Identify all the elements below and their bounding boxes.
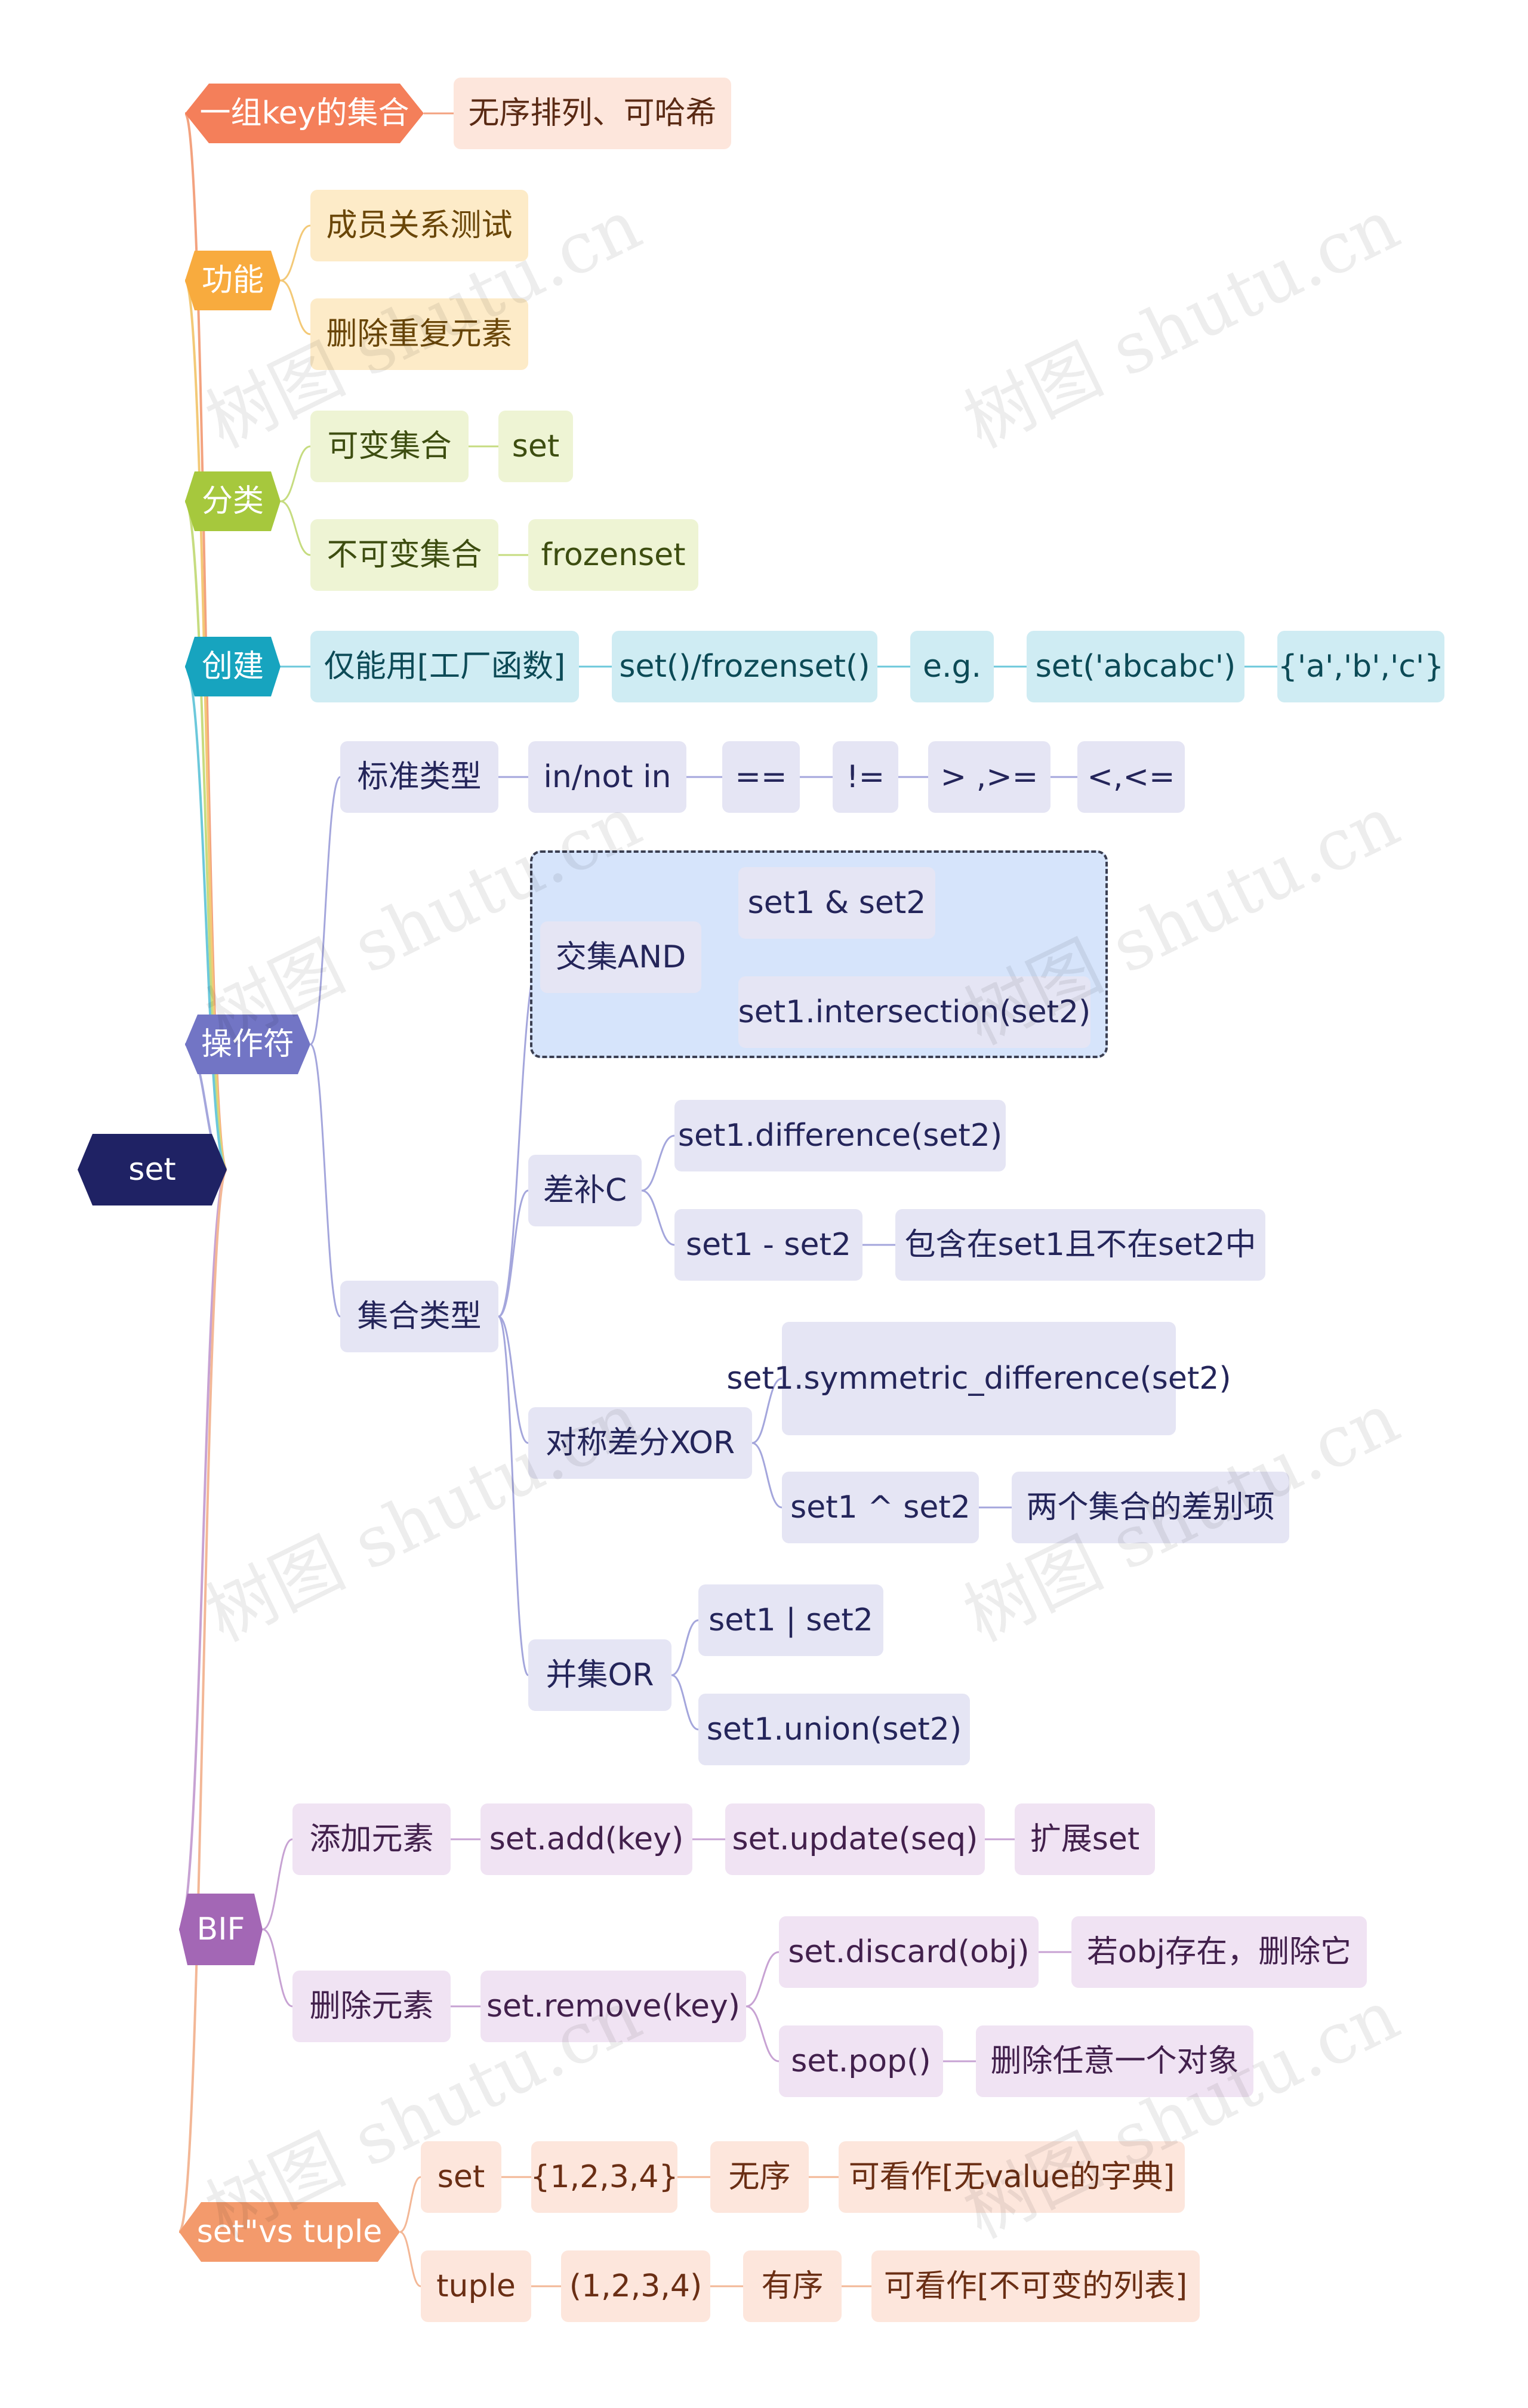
node-less[interactable]: <,<=	[1077, 741, 1185, 813]
connector-root-b5	[178, 1168, 228, 1931]
connector-b4c-b4c1	[641, 1134, 675, 1192]
node-membership-test[interactable]: 成员关系测试	[310, 190, 528, 261]
node-set-add[interactable]: set.add(key)	[480, 1803, 692, 1875]
branch-key-collection[interactable]: 一组key的集合	[185, 84, 424, 143]
node-set-update[interactable]: set.update(seq)	[725, 1803, 985, 1875]
connector-b4-b4s	[309, 776, 341, 1046]
connector-b4j-b4c	[498, 1189, 529, 1318]
connector-b6-b6s	[399, 2176, 421, 2233]
node-standard-type[interactable]: 标准类型	[340, 741, 498, 813]
node-vs-tuple[interactable]: tuple	[421, 2250, 531, 2322]
node-union-or[interactable]: 并集OR	[528, 1639, 671, 1711]
node-frozenset[interactable]: frozenset	[528, 519, 698, 591]
connector-b4j-b4x	[498, 1315, 529, 1444]
node-tuple-literal[interactable]: (1,2,3,4)	[561, 2250, 710, 2322]
connector-b4x-b4x2	[751, 1442, 783, 1509]
root-node-set[interactable]: set	[78, 1134, 227, 1205]
node-set-type[interactable]: 集合类型	[340, 1281, 498, 1352]
node-dict-like[interactable]: 可看作[无value的字典]	[839, 2141, 1185, 2213]
branch-set-vs-tuple[interactable]: set"vs tuple	[179, 2202, 400, 2262]
node-remove-duplicates[interactable]: 删除重复元素	[310, 298, 528, 370]
node-set1-or-set2[interactable]: set1 | set2	[698, 1584, 883, 1656]
node-discard-note[interactable]: 若obj存在，删除它	[1071, 1916, 1367, 1988]
node-symmetric-method[interactable]: set1.symmetric_difference(set2)	[726, 1322, 1231, 1435]
node-ordered[interactable]: 有序	[743, 2250, 842, 2322]
node-difference-c[interactable]: 差补C	[528, 1155, 642, 1226]
node-mutable-set[interactable]: 可变集合	[310, 411, 469, 482]
node-pop-note[interactable]: 删除任意一个对象	[976, 2025, 1253, 2097]
node-set-literal[interactable]: {1,2,3,4}	[530, 2141, 679, 2213]
connector-b1-b1c1	[280, 279, 311, 335]
connector-b4c-b4c2	[641, 1189, 675, 1246]
node-set[interactable]: set	[498, 411, 573, 482]
node-union-method[interactable]: set1.union(set2)	[698, 1694, 970, 1765]
node-set-remove[interactable]: set.remove(key)	[480, 1971, 746, 2042]
connector-b6-b6t	[399, 2231, 421, 2287]
node-set-abcabc[interactable]: set('abcabc')	[1027, 631, 1244, 702]
node-unordered[interactable]: 无序	[710, 2141, 809, 2213]
node-remove-element[interactable]: 删除元素	[292, 1971, 451, 2042]
node-vs-set[interactable]: set	[421, 2141, 501, 2213]
connector-b4or-b4or1	[671, 1619, 699, 1676]
branch-classification[interactable]: 分类	[185, 471, 281, 531]
node-immutable-set[interactable]: 不可变集合	[310, 519, 498, 591]
connector-b4or-b4or2	[671, 1674, 699, 1731]
connector-b2-b2c1	[280, 500, 311, 556]
node-abc-result[interactable]: {'a','b','c'}	[1277, 631, 1444, 702]
node-extend-set[interactable]: 扩展set	[1015, 1803, 1155, 1875]
node-set-pop[interactable]: set.pop()	[779, 2025, 943, 2097]
connector-b5d1-b5d2	[745, 1951, 780, 2008]
node-set-frozenset-call[interactable]: set()/frozenset()	[612, 631, 877, 702]
branch-function[interactable]: 功能	[185, 251, 281, 310]
connector-b5d1-b5d4	[745, 2005, 780, 2062]
node-intersection-and[interactable]: 交集AND	[540, 921, 701, 993]
node-in-not-in[interactable]: in/not in	[528, 741, 686, 813]
node-set1-xor-set2[interactable]: set1 ^ set2	[782, 1472, 979, 1543]
branch-operators[interactable]: 操作符	[185, 1015, 310, 1074]
node-intersection-method[interactable]: set1.intersection(set2)	[738, 976, 1090, 1048]
node-add-element[interactable]: 添加元素	[292, 1803, 451, 1875]
connector-b4j-b4or	[497, 1315, 529, 1676]
node-greater[interactable]: > ,>=	[928, 741, 1050, 813]
connector-root-b6	[178, 1168, 228, 2233]
node-symmetric-xor[interactable]: 对称差分XOR	[528, 1407, 752, 1479]
node-immutable-list[interactable]: 可看作[不可变的列表]	[871, 2250, 1200, 2322]
node-set-discard[interactable]: set.discard(obj)	[779, 1916, 1039, 1988]
connector-root-b3	[184, 665, 228, 1171]
branch-bif[interactable]: BIF	[179, 1894, 263, 1965]
node-not-equal[interactable]: !=	[833, 741, 898, 813]
node-set1-and-set2[interactable]: set1 & set2	[738, 867, 935, 939]
node-eg[interactable]: e.g.	[910, 631, 994, 702]
connector-b5-b5d	[262, 1928, 293, 2008]
connector-b5-b5a	[262, 1838, 293, 1931]
node-difference-method[interactable]: set1.difference(set2)	[674, 1100, 1006, 1171]
connector-b1-b1c0	[280, 224, 311, 282]
node-equal[interactable]: ==	[722, 741, 800, 813]
node-set1-minus-set2[interactable]: set1 - set2	[674, 1209, 862, 1281]
connector-b4x-b4x1	[751, 1377, 783, 1444]
node-unordered-hashable[interactable]: 无序排列、可哈希	[454, 78, 731, 149]
connector-b2-b2c0	[280, 445, 311, 502]
connector-b4-b4j	[309, 1043, 341, 1318]
node-factory-only[interactable]: 仅能用[工厂函数]	[310, 631, 579, 702]
node-in-set1-not-set2[interactable]: 包含在set1且不在set2中	[895, 1209, 1265, 1281]
node-difference-items[interactable]: 两个集合的差别项	[1012, 1472, 1289, 1543]
branch-create[interactable]: 创建	[185, 637, 281, 696]
